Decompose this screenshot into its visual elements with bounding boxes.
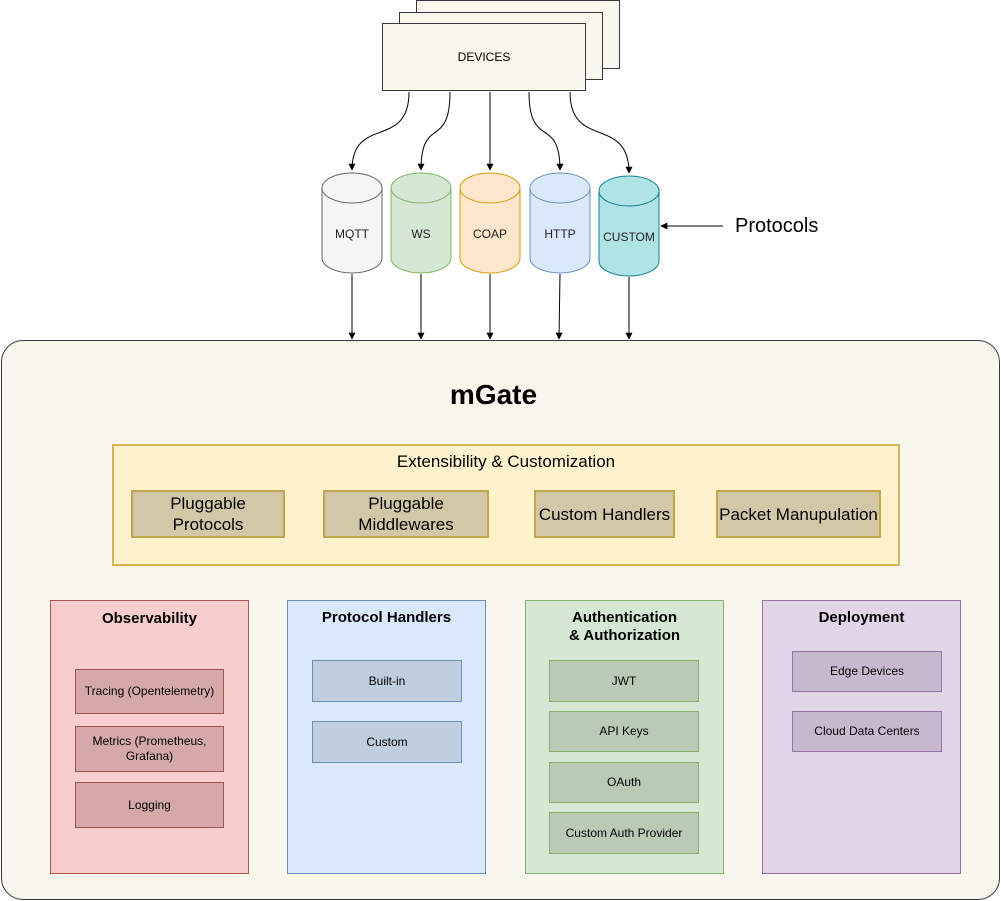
ph-item-built-in: Built-in [312,660,462,702]
protocol-label-coap: COAP [472,227,507,241]
cylinder-coap [459,172,521,274]
arrow-devices-to-custom [569,91,633,174]
auth-item-api-keys: API Keys [549,711,699,752]
observability-title: Observability [101,610,198,627]
auth-item-custom-auth-provider: Custom Auth Provider [549,812,699,854]
protocol-label-http: HTTP [544,227,576,241]
deployment-title: Deployment [818,609,905,626]
ext-item-custom-handlers: Custom Handlers [534,490,675,538]
obs-item-metrics: Metrics (Prometheus, Grafana) [75,726,224,772]
protocol-handlers-title: Protocol Handlers [321,609,452,626]
auth-title: Authentication & Authorization [568,609,681,644]
auth-item-jwt: JWT [549,660,699,702]
auth-item-oauth: OAuth [549,762,699,803]
protocol-label-ws: WS [411,227,431,241]
mgate-title: mGate [449,379,538,410]
protocol-label-custom: CUSTOM [603,230,655,244]
arrow-devices-to-mqtt [348,91,410,171]
cylinder-mqtt [321,172,383,274]
dep-item-edge-devices: Edge Devices [792,651,942,692]
cylinder-ws [390,172,452,274]
arrow-devices-to-http [528,91,564,171]
obs-item-logging: Logging [75,782,224,828]
cylinder-http [529,172,591,274]
protocol-label-mqtt: MQTT [335,227,369,241]
devices-box: DEVICES [382,23,586,91]
cylinder-custom [598,175,660,277]
extensibility-title: Extensibility & Customization [396,452,616,471]
obs-item-tracing: Tracing (Opentelemetry) [75,669,224,714]
dep-item-cloud-data-centers: Cloud Data Centers [792,711,942,752]
ph-item-custom: Custom [312,721,462,763]
arrow-http-to-mgate [555,273,563,340]
ext-item-pluggable-middlewares: Pluggable Middlewares [323,490,489,538]
devices-label: DEVICES [457,50,511,64]
protocols-label: Protocols [735,215,819,237]
ext-item-packet-manupulation: Packet Manupulation [716,490,881,538]
arrow-devices-to-ws [417,91,451,171]
ext-item-pluggable-protocols: Pluggable Protocols [131,490,285,538]
